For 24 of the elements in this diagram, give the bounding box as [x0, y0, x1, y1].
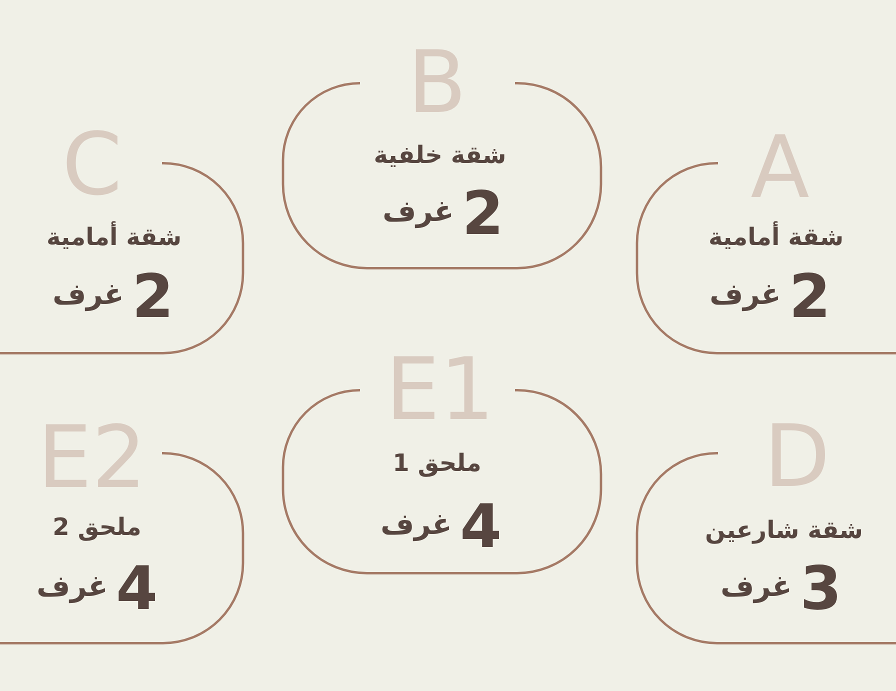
unit-name: ملحق 1	[392, 448, 482, 480]
room-count: 2	[132, 273, 174, 322]
rooms-label: غرف	[709, 276, 781, 314]
rounded-panel	[281, 354, 603, 575]
rounded-panel	[635, 420, 896, 645]
unit-name: شقة أمامية	[708, 222, 844, 254]
rooms-label: غرف	[382, 193, 454, 230]
room-count: 2	[789, 273, 831, 322]
rooms-label: غرف	[52, 276, 124, 314]
unit-name: شقة شارعين	[705, 515, 863, 546]
rooms-label: غرف	[720, 568, 792, 606]
unit-name: شقة خلفية	[374, 140, 506, 172]
rounded-panel	[635, 132, 896, 355]
rooms-label: غرف	[380, 506, 452, 544]
unit-name: شقة أمامية	[46, 222, 182, 254]
rounded-panel	[0, 422, 245, 645]
rooms-label: غرف	[36, 568, 108, 606]
room-count: 4	[116, 565, 158, 614]
room-count: 3	[800, 565, 842, 614]
room-count: 2	[462, 190, 504, 238]
rounded-panel	[0, 128, 245, 355]
rounded-panel	[281, 46, 603, 270]
unit-name: ملحق 2	[52, 512, 142, 544]
room-count: 4	[460, 503, 502, 552]
